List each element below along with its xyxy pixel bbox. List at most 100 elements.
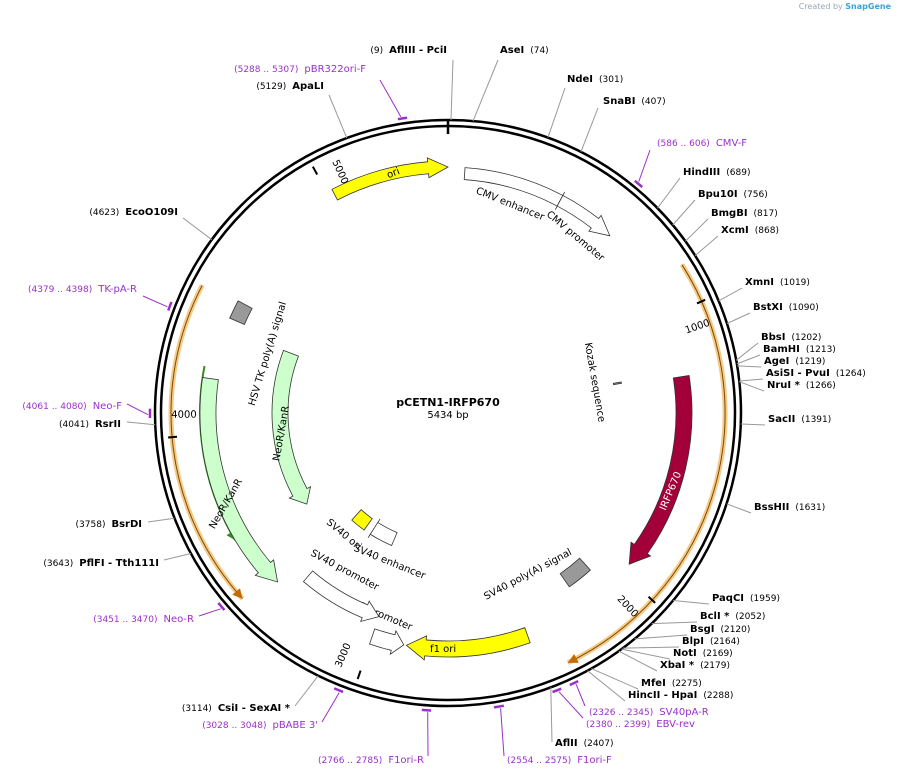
site-name-pflfi-tth111i: PflFI - Tth111I <box>79 558 159 569</box>
feature-sv40-promoter[interactable] <box>302 570 380 623</box>
site-text-mfei: MfeI(2275) <box>641 678 702 689</box>
primer-ebv-rev[interactable]: (2380 .. 2399)EBV-rev <box>552 687 696 730</box>
site-snabi[interactable]: SnaBI(407) <box>603 96 666 107</box>
site-post-ndei: (301) <box>599 75 623 85</box>
feature-ampr-promoter[interactable] <box>369 628 405 656</box>
site-name-aflii: AflII <box>555 738 578 749</box>
feature-ampr-promoter-shape <box>369 628 405 656</box>
feature-f1-ori[interactable] <box>405 627 531 661</box>
feature-kozak-sequence[interactable] <box>612 381 622 386</box>
primer-pbr322ori-f[interactable]: (5288 .. 5307)pBR322ori-F <box>234 64 408 121</box>
primer-mark-ebv-rev <box>552 687 562 694</box>
primer-range-sv40pa-r: (2326 .. 2345) <box>589 708 653 718</box>
site-post-bamhi: (1213) <box>806 345 836 355</box>
orf-irfp670-arrowhead <box>567 653 579 663</box>
site-noti[interactable]: NotI(2169) <box>673 648 733 659</box>
site-hincii-hpai[interactable]: HincII - HpaI(2288) <box>628 690 733 701</box>
feature-sv40-ori[interactable] <box>351 509 373 531</box>
primer-cmv-f[interactable]: (586 .. 606)CMV-F <box>634 138 748 188</box>
site-bcli[interactable]: BclI *(2052) <box>700 611 765 622</box>
site-line-afliii-pcii <box>450 59 454 121</box>
primer-neo-f[interactable]: (4061 .. 4080)Neo-F <box>22 401 152 419</box>
credit-brand: SnapGene <box>845 2 891 11</box>
site-xbai[interactable]: XbaI *(2179) <box>660 660 730 671</box>
site-line-apali <box>328 94 348 139</box>
primer-f1ori-r[interactable]: (2766 .. 2785)F1ori-R <box>318 708 432 766</box>
site-bbsi[interactable]: BbsI(1202) <box>761 332 821 343</box>
site-ndei[interactable]: NdeI(301) <box>567 74 623 85</box>
site-xcmi[interactable]: XcmI(868) <box>721 225 779 236</box>
site-name-nrui: NruI * <box>767 380 801 391</box>
primer-neo-r[interactable]: (3451 .. 3470)Neo-R <box>93 602 226 625</box>
primer-line-ebv-rev <box>558 691 584 719</box>
feature-irfp670[interactable] <box>628 375 693 565</box>
site-ecoo109i[interactable]: (4623)EcoO109I <box>89 207 178 218</box>
site-mfei[interactable]: MfeI(2275) <box>641 678 702 689</box>
feature-sv40-poly-a-signal[interactable] <box>559 557 591 588</box>
feature-neor-kanr[interactable] <box>199 376 279 583</box>
site-line-ndei <box>547 87 566 138</box>
plasmid-size: 5434 bp <box>427 410 468 421</box>
site-name-bpu10i: Bpu10I <box>698 189 738 200</box>
site-asisi-pvui[interactable]: AsiSI - PvuI(1264) <box>766 368 866 379</box>
site-bsrdi[interactable]: (3758)BsrDI <box>76 519 142 530</box>
feature-label-sv40-poly-a-signal: SV40 poly(A) signal <box>482 547 573 603</box>
site-asei[interactable]: AseI(74) <box>500 45 549 56</box>
site-post-asei: (74) <box>530 46 548 56</box>
primer-mark-tk-pa-r <box>167 301 173 312</box>
site-sacii[interactable]: SacII(1391) <box>768 414 831 425</box>
primer-mark-sv40pa-r <box>569 679 579 687</box>
primer-name-f1ori-f: F1ori-F <box>577 755 612 766</box>
primer-range-neo-r: (3451 .. 3470) <box>93 615 157 625</box>
primer-mark-pbabe-3 <box>333 687 344 694</box>
site-rsrii[interactable]: (4041)RsrII <box>59 419 121 430</box>
feature-kozak-sequence-shape <box>612 381 622 386</box>
site-post-agei: (1219) <box>795 357 825 367</box>
site-bamhi[interactable]: BamHI(1213) <box>763 344 836 355</box>
primer-range-pbabe-3: (3028 .. 3048) <box>202 721 266 731</box>
primer-sv40pa-r[interactable]: (2326 .. 2345)SV40pA-R <box>569 679 709 718</box>
primer-mark-pbr322ori-f <box>397 116 408 121</box>
site-text-noti: NotI(2169) <box>673 648 733 659</box>
site-nrui[interactable]: NruI *(1266) <box>767 380 836 391</box>
site-bstxi[interactable]: BstXI(1090) <box>753 302 819 313</box>
feature-neor-kanr[interactable] <box>271 349 312 505</box>
site-name-afliii-pcii: AflIII - PciI <box>389 45 447 56</box>
site-name-hincii-hpai: HincII - HpaI <box>628 690 697 701</box>
tick-label-1000: 1000 <box>684 318 712 337</box>
site-paqci[interactable]: PaqCI(1959) <box>712 593 780 604</box>
site-line-aflii <box>550 687 553 743</box>
primer-text-neo-f: (4061 .. 4080)Neo-F <box>22 401 122 412</box>
site-post-sacii: (1391) <box>801 415 831 425</box>
site-bsshii[interactable]: BssHII(1631) <box>754 502 825 513</box>
site-csii-sexai[interactable]: (3114)CsiI - SexAI * <box>182 703 291 714</box>
site-hindiii[interactable]: HindIII(689) <box>683 167 750 178</box>
site-pflfi-tth111i[interactable]: (3643) PflFI - Tth111I <box>43 558 159 569</box>
feature-sv40-enhancer[interactable] <box>367 518 398 547</box>
site-apali[interactable]: (5129)ApaLI <box>256 81 324 92</box>
feature-hsv-tk-poly-a-signal[interactable] <box>229 300 253 326</box>
site-pre-pflfi-tth111i: (3643) <box>43 559 73 569</box>
primer-tk-pa-r[interactable]: (4379 .. 4398)TK-pA-R <box>28 284 173 312</box>
site-agei[interactable]: AgeI(1219) <box>764 356 825 367</box>
primer-mark-f1ori-f <box>493 704 505 709</box>
primer-name-ebv-rev: EBV-rev <box>656 719 695 730</box>
primer-f1ori-f[interactable]: (2554 .. 2575)F1ori-F <box>493 704 612 766</box>
site-afliii-pcii[interactable]: (9)AflIII - PciI <box>370 45 447 56</box>
primer-pbabe-3[interactable]: (3028 .. 3048)pBABE 3' <box>202 687 344 731</box>
site-pre-csii-sexai: (3114) <box>182 704 212 714</box>
site-bpu10i[interactable]: Bpu10I(756) <box>698 189 768 200</box>
feature-cmv-promoter[interactable] <box>556 194 611 237</box>
site-blpi[interactable]: BlpI(2164) <box>682 636 740 647</box>
site-name-xmni: XmnI <box>745 277 774 288</box>
site-bmgbi[interactable]: BmgBI(817) <box>711 208 778 219</box>
site-xmni[interactable]: XmnI(1019) <box>745 277 810 288</box>
primer-name-f1ori-r: F1ori-R <box>388 755 424 766</box>
site-aflii[interactable]: AflII(2407) <box>555 738 614 749</box>
feature-sv40-enhancer-shape <box>367 518 398 547</box>
feature-ori[interactable] <box>331 157 449 201</box>
site-bsgi[interactable]: BsgI(2120) <box>690 624 750 635</box>
feature-label-kozak-sequence: Kozak sequence <box>582 342 607 423</box>
site-text-xbai: XbaI *(2179) <box>660 660 730 671</box>
